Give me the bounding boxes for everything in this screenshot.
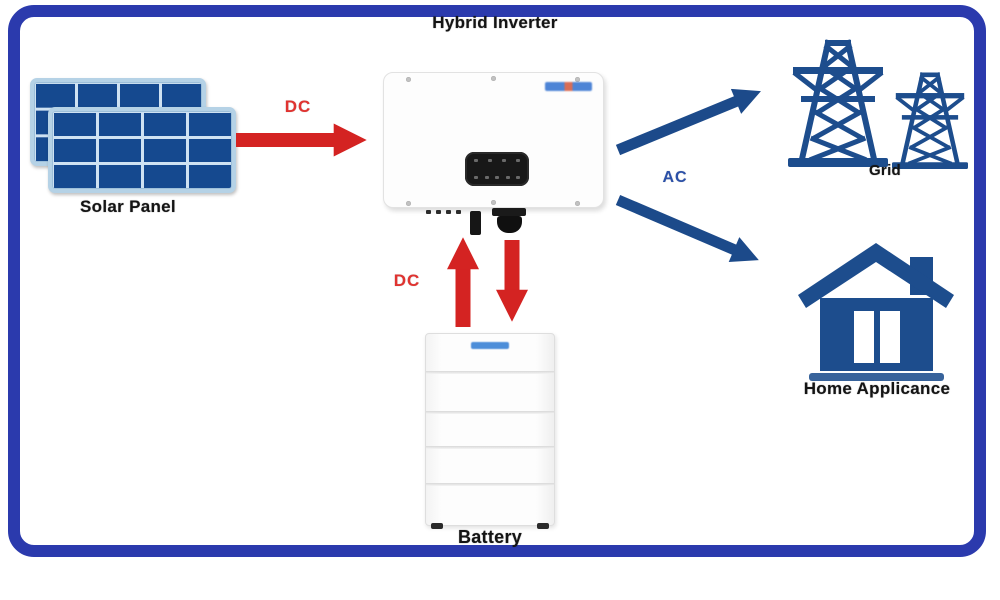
battery-brand-logo [471, 342, 509, 349]
battery-foot [431, 523, 443, 529]
battery-section-divider [426, 371, 554, 374]
battery-section-divider [426, 446, 554, 449]
battery-label: Battery [457, 527, 523, 547]
inverter-display [465, 152, 529, 186]
diagram-border-frame [8, 5, 986, 557]
solar-panel-icon [48, 107, 236, 193]
battery-section-divider [426, 411, 554, 414]
screw-icon [575, 77, 580, 82]
display-indicator-row [474, 159, 520, 162]
battery-foot [537, 523, 549, 529]
screw-icon [575, 201, 580, 206]
dc-label-pv: DC [284, 97, 312, 116]
home-appliance-label: Home Applicance [803, 379, 951, 398]
dc-label-battery: DC [393, 271, 421, 290]
screw-icon [406, 77, 411, 82]
grid-label: Grid [868, 162, 902, 179]
screw-icon [491, 200, 496, 205]
hybrid-inverter-icon [383, 72, 604, 235]
screw-icon [491, 76, 496, 81]
solar-panel-label: Solar Panel [80, 197, 176, 216]
inverter-ports [426, 210, 461, 214]
inverter-brand-logo [545, 82, 592, 91]
inverter-antenna-connector [470, 211, 481, 235]
display-button-row [474, 176, 520, 179]
inverter-dc-connector [492, 208, 526, 233]
battery-tower-icon [425, 333, 555, 529]
screw-icon [406, 201, 411, 206]
battery-section-divider [426, 483, 554, 486]
ac-label: AC [662, 169, 688, 186]
diagram-title: Hybrid Inverter [432, 13, 558, 32]
